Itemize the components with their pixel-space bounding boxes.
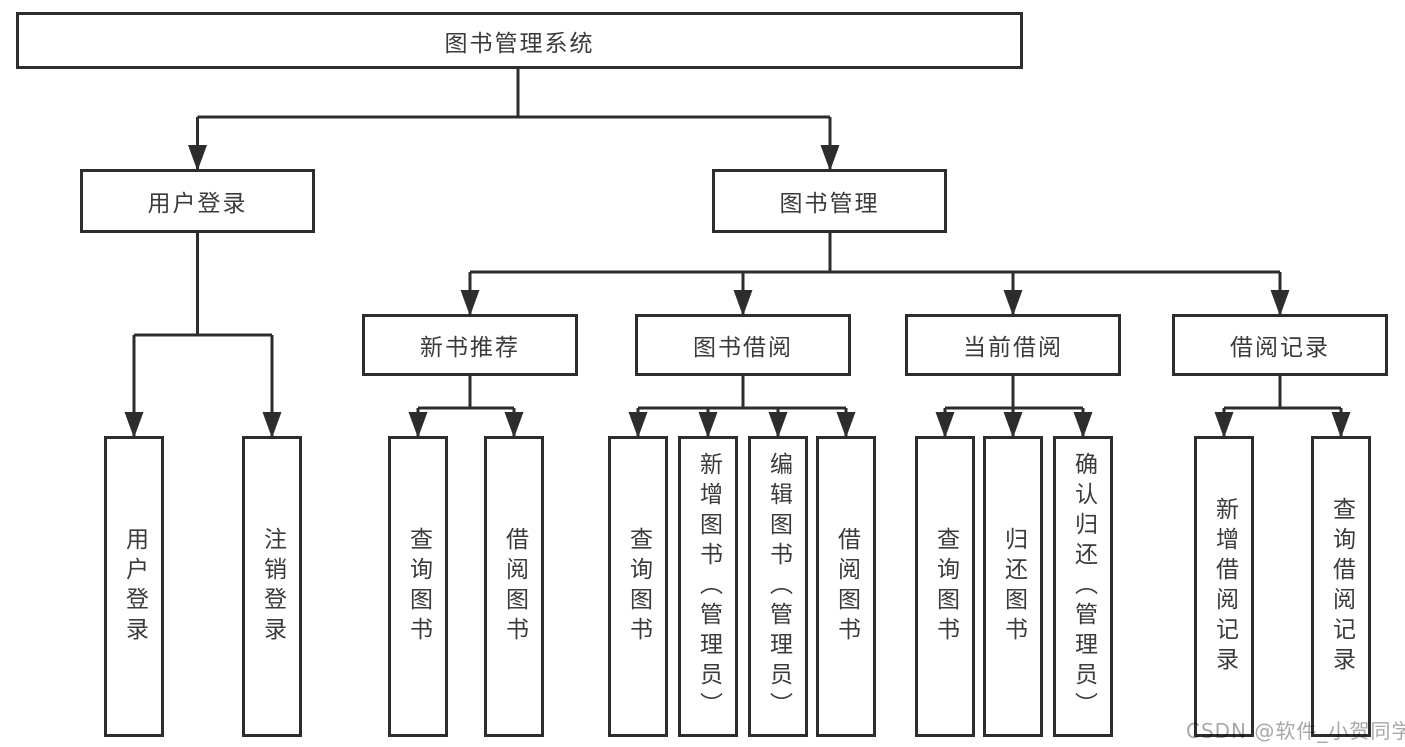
node-new-book-recommend: 新书推荐 [362, 314, 578, 376]
node-book-management-system: 图书管理系统 [16, 12, 1023, 69]
leaf-query-borrow-record: 查询借阅记录 [1311, 436, 1371, 737]
leaf-query-books-current: 查询图书 [915, 436, 975, 737]
leaf-return-book: 归还图书 [983, 436, 1043, 737]
node-book-management: 图书管理 [712, 169, 947, 233]
leaf-borrow-books-newbooks: 借阅图书 [484, 436, 544, 737]
leaf-logout: 注销登录 [242, 436, 302, 737]
leaf-query-books-borrowing: 查询图书 [608, 436, 668, 737]
leaf-add-borrow-record: 新增借阅记录 [1194, 436, 1254, 737]
leaf-edit-book-admin: 编辑图书（管理员） [748, 436, 808, 737]
leaf-add-book-admin: 新增图书（管理员） [678, 436, 738, 737]
leaf-confirm-return-admin: 确认归还（管理员） [1053, 436, 1113, 737]
node-current-borrowing: 当前借阅 [905, 314, 1121, 376]
leaf-borrow-books-borrowing: 借阅图书 [816, 436, 876, 737]
leaf-user-login: 用户登录 [104, 436, 164, 737]
watermark: CSDN @软件_小贺同学 [1186, 719, 1405, 743]
node-user-login: 用户登录 [80, 169, 315, 233]
node-borrowing-records: 借阅记录 [1172, 314, 1388, 376]
leaf-query-books-newbooks: 查询图书 [388, 436, 448, 737]
node-book-borrowing: 图书借阅 [635, 314, 851, 376]
